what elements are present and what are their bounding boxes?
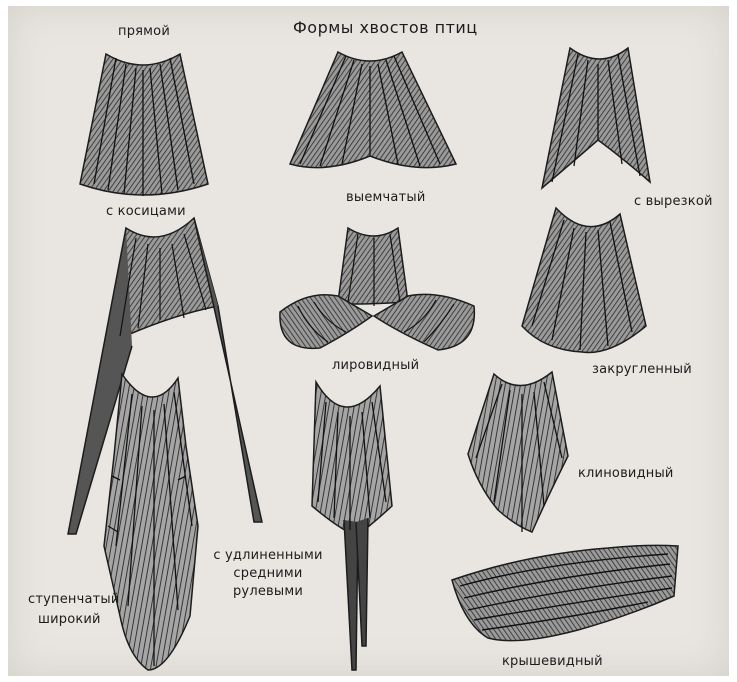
label-stupenchatyy-line1: ступенчатый — [28, 592, 120, 607]
label-stupenchatyy-line2: широкий — [38, 612, 101, 627]
tail-rounded-shape — [522, 208, 646, 352]
label-s-udlinennymi-line3: рулевыми — [204, 584, 332, 599]
diagram-sheet: Формы хвостов птиц прямой выемчатый с вы… — [8, 6, 729, 676]
tail-graduated-shape — [104, 374, 198, 670]
tail-lyre-shape — [280, 228, 474, 350]
label-lirovidnyy: лировидный — [332, 358, 419, 373]
label-s-vyrezkoy: с вырезкой — [634, 194, 713, 209]
label-vyemchatyy: выемчатый — [346, 190, 425, 205]
tail-elongated-central-shape — [312, 382, 392, 670]
label-klinovidnyy: клиновидный — [578, 466, 674, 481]
label-s-kositsami: с косицами — [106, 204, 186, 219]
tail-forked-shape — [542, 48, 650, 188]
label-zakruglennyy: закругленный — [592, 362, 692, 377]
label-pryamoy: прямой — [118, 24, 170, 39]
label-s-udlinennymi-line2: средними — [204, 566, 332, 581]
tail-straight-shape — [80, 54, 208, 196]
label-s-udlinennymi-line1: с удлиненными — [204, 548, 332, 563]
diagram-title: Формы хвостов птиц — [293, 20, 478, 35]
label-kryshevidnyy: крышевидный — [502, 654, 603, 669]
tail-shapes-art — [8, 6, 729, 676]
tail-wedge-shape — [468, 372, 568, 532]
tail-roof-shape — [452, 545, 678, 640]
tail-emarginate-shape — [290, 52, 456, 168]
